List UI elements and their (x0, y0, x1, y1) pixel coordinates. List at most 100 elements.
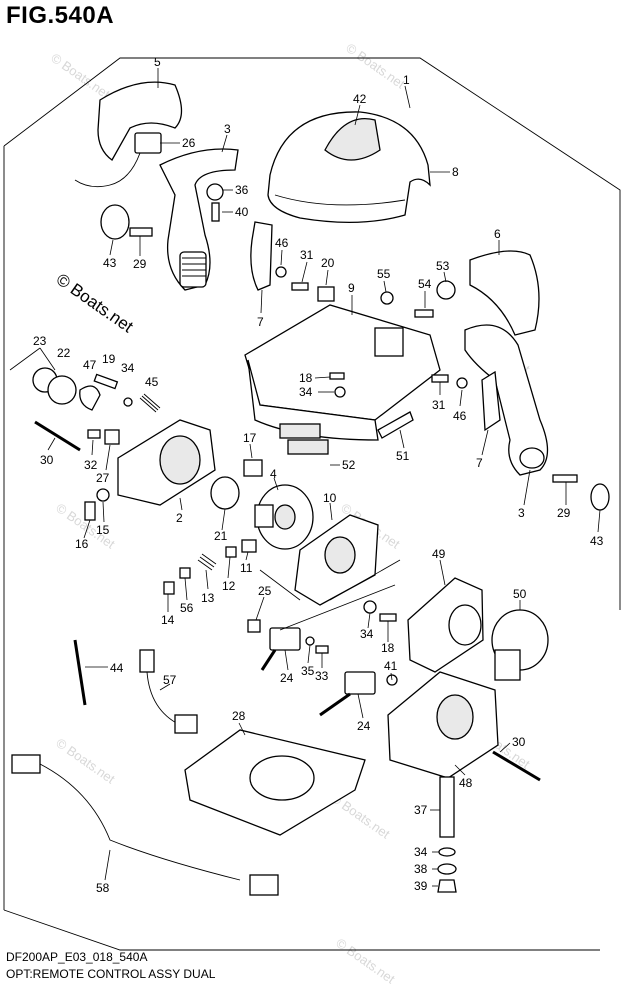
base-gasket (184, 729, 366, 836)
callout-1: 1 (403, 73, 410, 87)
callout-35: 35 (301, 664, 315, 678)
callout-39: 39 (414, 879, 428, 893)
assembly-outline (3, 57, 621, 610)
callout-4: 4 (270, 467, 277, 481)
callout-25: 25 (258, 584, 272, 598)
callout-21: 21 (214, 529, 228, 543)
callout-22: 22 (57, 346, 71, 360)
callout-29: 29 (133, 257, 147, 271)
callout-34: 34 (299, 385, 313, 399)
screw-right (552, 474, 578, 483)
figure-description: OPT:REMOTE CONTROL ASSY DUAL (6, 967, 216, 981)
callout-50: 50 (513, 587, 527, 601)
center-screw (329, 372, 345, 380)
callout-3: 3 (518, 506, 525, 520)
switch-connector (134, 132, 162, 154)
callout-57: 57 (163, 673, 177, 687)
watermark-main: © Boats.net (53, 270, 137, 337)
callout-7: 7 (257, 315, 264, 329)
harness-58 (11, 754, 279, 896)
figure-code: DF200AP_E03_018_540A (6, 950, 148, 964)
callout-31: 31 (432, 398, 446, 412)
callout-8: 8 (452, 165, 459, 179)
gear-housing-left (117, 419, 216, 506)
top-cover (267, 111, 431, 223)
block-12 (225, 546, 237, 558)
callout-16: 16 (75, 537, 89, 551)
screw-16 (84, 501, 96, 521)
plate-27 (104, 429, 120, 445)
small-screw-right (431, 374, 449, 383)
watermark-text: © Boats.net (53, 735, 118, 787)
bolt (211, 202, 220, 222)
callout-43: 43 (590, 534, 604, 548)
callout-38: 38 (414, 862, 428, 876)
callout-34: 34 (414, 845, 428, 859)
watermark-text: © Boats.net (48, 50, 113, 102)
small-washer-right (456, 377, 468, 389)
washer (206, 183, 224, 201)
callout-9: 9 (348, 281, 355, 295)
washer-34c (363, 600, 377, 614)
block-17 (243, 459, 263, 477)
callout-30: 30 (512, 735, 526, 749)
screw-54 (414, 309, 434, 318)
callout-45: 45 (145, 375, 159, 389)
callout-5: 5 (154, 55, 161, 69)
callout-30: 30 (40, 453, 54, 467)
callout-23: 23 (33, 334, 47, 348)
small-washer (275, 266, 287, 278)
handle-grip (97, 81, 183, 161)
callout-15: 15 (96, 523, 110, 537)
gear-50 (491, 609, 549, 681)
harness-57 (139, 649, 198, 734)
callout-10: 10 (323, 491, 337, 505)
collar-21 (210, 476, 240, 510)
rod (377, 411, 414, 439)
block-25 (247, 619, 261, 633)
callout-55: 55 (377, 267, 391, 281)
callout-28: 28 (232, 709, 246, 723)
callout-26: 26 (182, 136, 196, 150)
washer-22 (47, 375, 77, 405)
gear-4 (254, 484, 314, 550)
screw-18b (379, 613, 397, 622)
callout-52: 52 (342, 458, 356, 472)
sensor-24-lower (319, 671, 376, 717)
callout-51: 51 (396, 449, 410, 463)
callout-32: 32 (84, 458, 98, 472)
callout-numbers: 1 42 8 5 26 3 36 40 43 29 46 31 20 7 6 5… (33, 55, 604, 895)
spring-45 (139, 393, 161, 413)
callout-54: 54 (418, 277, 432, 291)
screw-32 (87, 429, 101, 439)
long-bolt (34, 420, 81, 452)
callout-6: 6 (494, 227, 501, 241)
callout-40: 40 (235, 205, 249, 219)
bolt-19 (93, 373, 119, 390)
block-14 (163, 581, 175, 595)
callout-13: 13 (201, 591, 215, 605)
callout-58: 58 (96, 881, 110, 895)
watermark-text: © Boats.net (333, 935, 398, 987)
watermark-text: © Boats.net (343, 40, 408, 92)
callout-37: 37 (414, 803, 428, 817)
friction-plate-2 (287, 439, 329, 455)
clip-53 (436, 280, 456, 300)
bolt-37 (439, 776, 455, 838)
control-lever-right (464, 324, 549, 476)
leader-lines (9, 68, 601, 887)
block-11 (241, 539, 257, 553)
small-block (317, 286, 335, 302)
callout-18: 18 (299, 371, 313, 385)
callout-27: 27 (96, 471, 110, 485)
callout-29: 29 (557, 506, 571, 520)
friction-plate-1 (279, 423, 321, 439)
callout-24: 24 (280, 671, 294, 685)
callout-18: 18 (381, 641, 395, 655)
callout-20: 20 (321, 256, 335, 270)
callout-53: 53 (436, 259, 450, 273)
callout-3: 3 (224, 122, 231, 136)
callout-56: 56 (180, 601, 194, 615)
callout-2: 2 (176, 511, 183, 525)
